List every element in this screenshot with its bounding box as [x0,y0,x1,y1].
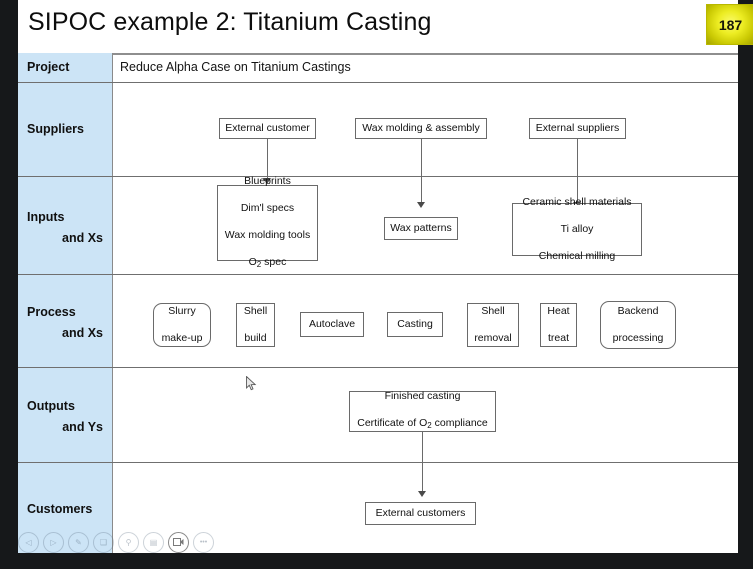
row-divider-suppliers [18,176,738,177]
process-step-lines: Slurry make-up [161,304,203,344]
process-cell: Slurry make-up Shell build Autoclave Cas… [113,275,738,367]
certificate-o2-line: Certificate of O2 compliance [357,417,488,431]
connector-input-2 [421,177,422,204]
row-label-outputs-text2: and Ys [62,420,103,434]
previous-slide-icon[interactable]: ◁ [18,531,39,553]
row-label-inputs: Inputs and Xs [18,177,112,274]
project-value: Reduce Alpha Case on Titanium Castings [120,60,351,74]
output-box-lines: Finished casting Certificate of O2 compl… [354,390,491,433]
outputs-cell: Finished casting Certificate of O2 compl… [113,368,738,462]
arrowhead-supplier-1 [263,178,271,184]
row-label-suppliers: Suppliers [18,83,112,176]
process-step-box[interactable]: Autoclave [300,312,364,337]
input-box[interactable]: Blueprints Dim'l specs Wax molding tools… [217,175,318,269]
row-divider-inputs [18,274,738,275]
customers-cell: External customers [113,463,738,553]
row-divider-outputs [18,462,738,463]
connector-input-3 [577,177,578,204]
sipoc-table: Project Suppliers Inputs and Xs Process … [18,53,738,553]
row-label-outputs-text: Outputs [27,399,75,413]
input-box[interactable]: Wax patterns [384,217,458,240]
row-label-process-text: Process [27,305,76,319]
slide-bottom-margin [0,553,753,569]
row-label-suppliers-text: Suppliers [27,122,84,136]
row-label-inputs-text: Inputs [27,210,65,224]
process-step-box[interactable]: Backend processing [600,301,676,349]
zoom-search-icon[interactable]: ⚲ [118,531,139,553]
arrowhead-customer-1 [418,491,426,497]
connector-customer-1 [422,463,423,493]
video-icon[interactable] [168,531,189,553]
next-slide-icon[interactable]: ▷ [43,531,64,553]
slide-title-bar: SIPOC example 2: Titanium Casting 187 [18,0,753,52]
process-step-box[interactable]: Shell removal [467,303,519,347]
connector-output-1 [422,432,423,462]
project-cell: Reduce Alpha Case on Titanium Castings [113,53,738,82]
output-box[interactable]: Finished casting Certificate of O2 compl… [349,390,496,433]
all-slides-icon[interactable]: ❑ [93,531,114,553]
connector-supplier-1 [267,139,268,181]
slide-right-margin [738,0,753,553]
process-step-box[interactable]: Casting [387,312,443,337]
supplier-box[interactable]: External customer [219,118,316,139]
process-step-box[interactable]: Shell build [236,303,275,347]
label-column-divider [112,53,113,553]
row-divider-project [18,82,738,83]
row-divider-process [18,367,738,368]
row-label-process: Process and Xs [18,275,112,367]
process-step-lines: Backend processing [612,304,664,344]
process-step-lines: Heat treat [547,304,570,344]
row-label-project-text: Project [27,60,70,74]
row-label-inputs-text2: and Xs [62,231,103,245]
page-title: SIPOC example 2: Titanium Casting [28,8,432,36]
supplier-box[interactable]: Wax molding & assembly [355,118,487,139]
o2-spec-line: O2 spec [248,255,287,269]
suppliers-cell: External customer Wax molding & assembly… [113,83,738,206]
row-label-project: Project [18,53,112,82]
row-label-outputs: Outputs and Ys [18,368,112,462]
connector-supplier-2 [421,139,422,206]
supplier-box[interactable]: External suppliers [529,118,626,139]
process-step-lines: Shell build [243,304,268,344]
page-number-label: 187 [718,16,743,33]
input-box-lines: Blueprints Dim'l specs Wax molding tools… [222,175,313,272]
table-top-border [18,53,738,55]
process-step-lines: Shell removal [474,304,512,344]
speaker-notes-icon[interactable]: ▤ [143,531,164,553]
row-label-process-text2: and Xs [62,326,103,340]
slide-left-margin [0,0,18,553]
inputs-cell: Blueprints Dim'l specs Wax molding tools… [113,175,738,274]
input-box-lines: Ceramic shell materials Ti alloy Chemica… [522,195,632,262]
presentation-toolbar[interactable]: ◁ ▷ ✎ ❑ ⚲ ▤ ••• [18,531,214,553]
customer-box[interactable]: External customers [365,502,476,525]
process-step-box[interactable]: Heat treat [540,303,577,347]
connector-supplier-3 [577,139,578,206]
arrowhead-input-2 [417,202,425,208]
pen-icon[interactable]: ✎ [68,531,89,553]
page-number-badge: 187 [706,4,753,45]
more-options-icon[interactable]: ••• [193,531,214,553]
process-step-box[interactable]: Slurry make-up [153,303,211,347]
row-label-customers-text: Customers [27,502,93,516]
mouse-cursor [246,376,257,391]
input-box[interactable]: Ceramic shell materials Ti alloy Chemica… [512,196,642,262]
